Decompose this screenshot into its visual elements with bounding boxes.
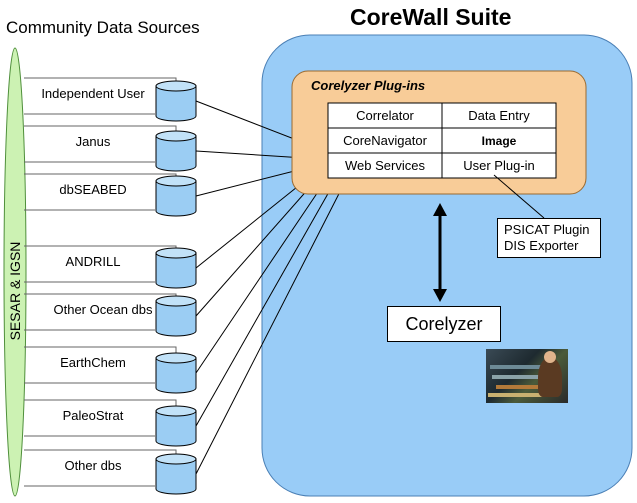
source-label-earthchem: EarthChem	[60, 355, 126, 370]
database-cylinder-icon	[155, 405, 197, 447]
source-arrow	[195, 175, 339, 427]
source-bracket	[24, 399, 177, 437]
database-cylinder-icon	[155, 295, 197, 337]
sesar-igsn-ellipse	[3, 47, 27, 497]
source-arrow	[195, 173, 331, 374]
psicat-plugin-label: PSICAT Plugin	[504, 222, 590, 237]
sesar-igsn-label: SESAR & IGSN	[7, 241, 23, 341]
database-cylinder-icon	[155, 175, 197, 217]
database-cylinders	[155, 80, 197, 495]
plugin-user-plugin: User Plug-in	[463, 158, 535, 173]
source-bracket	[24, 346, 177, 384]
database-cylinder-icon	[155, 247, 197, 289]
source-arrow	[195, 169, 326, 317]
plugin-web-services: Web Services	[345, 158, 425, 173]
source-label-janus: Janus	[75, 134, 111, 149]
plugin-data-entry: Data Entry	[468, 108, 530, 123]
database-cylinder-icon	[155, 453, 197, 495]
corelyzer-box: Corelyzer	[387, 306, 501, 342]
corewall-suite-title: CoreWall Suite	[350, 4, 512, 30]
database-cylinder-icon	[155, 352, 197, 394]
plugin-correlator: Correlator	[356, 108, 414, 123]
plugin-image: Image	[481, 133, 517, 148]
corelyzer-label: Corelyzer	[405, 313, 483, 334]
database-cylinder-icon	[155, 80, 197, 122]
source-label-other-dbs: Other dbs	[64, 458, 122, 473]
psicat-box: PSICAT Plugin DIS Exporter	[497, 218, 601, 258]
user-plugin-to-psicat-line	[493, 174, 545, 219]
source-arrow	[195, 175, 349, 475]
plugin-corenavigator: CoreNavigator	[343, 133, 427, 148]
corelyzer-photo	[486, 349, 568, 403]
source-label-other-ocean-dbs: Other Ocean dbs	[53, 302, 153, 317]
source-label-dbseabed: dbSEABED	[59, 182, 127, 197]
source-label-andrill: ANDRILL	[65, 254, 121, 269]
source-label-paleostrat: PaleoStrat	[62, 408, 124, 423]
community-data-sources-title: Community Data Sources	[6, 18, 200, 37]
database-cylinder-icon	[155, 130, 197, 172]
plugins-title: Corelyzer Plug-ins	[311, 78, 426, 93]
source-label-independent-user: Independent User	[41, 86, 145, 101]
dis-exporter-label: DIS Exporter	[504, 238, 579, 253]
